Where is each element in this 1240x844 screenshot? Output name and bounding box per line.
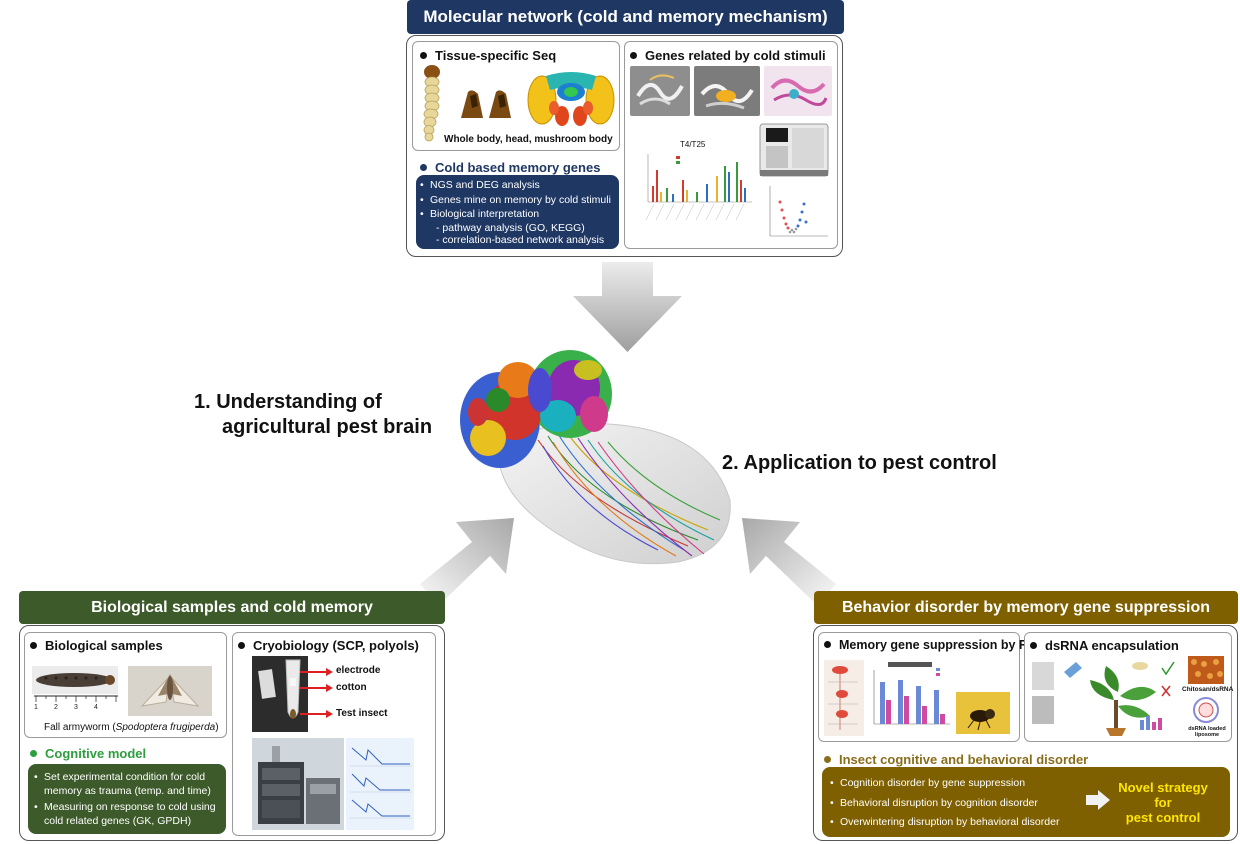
insect-brain-illustration (460, 350, 731, 565)
label-understanding-line2: agricultural pest brain (222, 416, 433, 438)
bullet-icon (630, 52, 637, 60)
pointer-arrows (300, 668, 333, 718)
protein-structure-image (630, 66, 690, 116)
bullet-icon (420, 164, 427, 172)
label-application: 2. Application to pest control (722, 452, 997, 474)
disorder-item: Overwintering disruption by behavioral d… (828, 816, 1088, 830)
right-arrow-icon (1086, 790, 1110, 810)
up-left-arrow-icon (742, 518, 836, 606)
svg-text:1: 1 (34, 704, 38, 710)
bullet-icon (30, 750, 37, 758)
bullet-icon (824, 756, 831, 764)
bullet-icon (420, 52, 427, 60)
biological-header: Biological samples and cold memory (19, 591, 445, 624)
species-name: Spodoptera frugiperda (115, 722, 216, 733)
bullet-icon (238, 642, 245, 650)
cold-subitem: - correlation-based network analysis (436, 233, 605, 246)
rnai-bar-chart (873, 662, 950, 725)
down-arrow-icon (573, 262, 682, 352)
genes-cold-title: Genes related by cold stimuli (630, 48, 826, 63)
volcano-plot (769, 186, 828, 237)
sequencer-image (759, 123, 829, 177)
test-tube-photo (252, 656, 308, 732)
disorder-item: Behavioral disruption by cognition disor… (828, 797, 1088, 811)
disorder-item: Cognition disorder by gene suppression (828, 777, 1088, 791)
chitosan-label: Chitosan/dsRNA (1182, 686, 1234, 693)
svg-text:4: 4 (94, 704, 98, 710)
deg-chart-label: T4/T25 (680, 140, 706, 149)
armyworm-larva-image: 1 2 3 4 (32, 666, 118, 710)
liposome-icon (1193, 697, 1219, 723)
dsrna-delivery-diagram (1032, 661, 1175, 736)
rnai-title: Memory gene suppression by RNAi (824, 638, 1049, 652)
mushroom-body-illustration (527, 72, 615, 126)
deg-bar-chart (645, 154, 752, 221)
samples-caption: Fall armyworm (Spodoptera frugiperda) (44, 722, 219, 733)
insect-photo (956, 692, 1010, 734)
label-understanding-line1: 1. Understanding of (194, 391, 382, 413)
bullet-icon (1030, 642, 1037, 650)
tissue-caption: Whole body, head, mushroom body (444, 134, 613, 145)
instrument-photo (252, 738, 344, 830)
cognitive-model-title: Cognitive model (30, 746, 146, 761)
insect-disorder-title: Insect cognitive and behavioral disorder (824, 752, 1088, 767)
cold-memory-box: NGS and DEG analysis Genes mine on memor… (416, 175, 619, 249)
cryobiology-title: Cryobiology (SCP, polyols) (238, 638, 419, 653)
insect-disorder-box: Cognition disorder by gene suppression B… (822, 767, 1230, 837)
armyworm-moth-image (128, 666, 212, 716)
cognitive-item: Set experimental condition for cold memo… (32, 771, 220, 798)
liposome-label: dsRNA loaded liposome (1188, 726, 1226, 738)
novel-strategy-text: Novel strategy for pest control (1118, 780, 1208, 825)
svg-text:3: 3 (74, 704, 78, 710)
tissue-seq-title: Tissue-specific Seq (420, 48, 556, 63)
cognitive-item: Measuring on response to cold using cold… (32, 801, 220, 828)
up-right-arrow-icon (420, 518, 514, 606)
cryo-label-cotton: cotton (336, 682, 367, 693)
cold-subitem: - pathway analysis (GO, KEGG) (436, 221, 585, 234)
tissue-seq-box (412, 41, 620, 151)
samples-title: Biological samples (30, 638, 163, 653)
bullet-icon (30, 642, 37, 650)
larva-illustration (423, 65, 440, 142)
protein-structure-image (694, 66, 760, 116)
chitosan-dsrna-image (1188, 656, 1224, 684)
molecular-header: Molecular network (cold and memory mecha… (407, 0, 844, 34)
cold-memory-title: Cold based memory genes (420, 160, 600, 175)
cold-item: Biological interpretation (418, 208, 615, 222)
head-illustration (461, 90, 511, 118)
svg-text:2: 2 (54, 704, 58, 710)
cold-item: Genes mine on memory by cold stimuli (418, 194, 615, 208)
cognitive-model-box: Set experimental condition for cold memo… (28, 764, 226, 834)
cryo-label-electrode: electrode (336, 665, 381, 676)
cryo-label-test-insect: Test insect (336, 708, 388, 719)
rnai-pathway-diagram (824, 660, 864, 736)
protein-structure-image (764, 66, 832, 116)
cold-item: NGS and DEG analysis (418, 179, 615, 193)
dsrna-box (1024, 632, 1232, 742)
thermal-trace-plots (346, 738, 414, 830)
behavior-header: Behavior disorder by memory gene suppres… (814, 591, 1238, 624)
bullet-icon (824, 641, 831, 649)
dsrna-title: dsRNA encapsulation (1030, 638, 1179, 653)
